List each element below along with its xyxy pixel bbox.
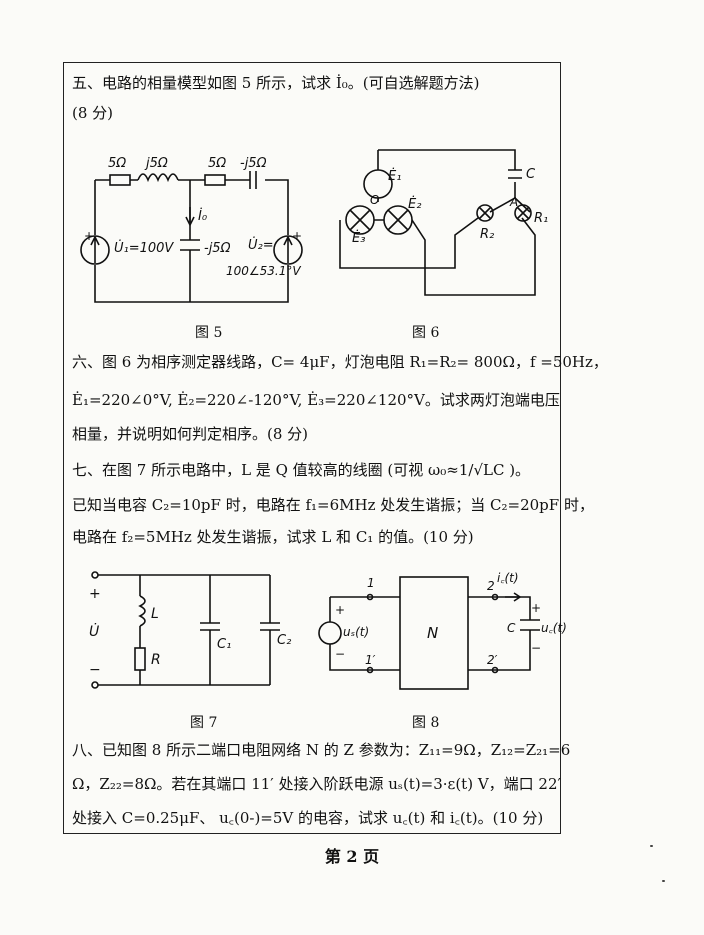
fig5-xmid-label: -j5Ω	[204, 241, 231, 256]
fig7-c1-label: C₁	[217, 637, 231, 652]
figure-7-circuit: + U̇ − L R C₁ C₂	[89, 571, 291, 689]
figure-5-caption: 图 5	[195, 325, 223, 341]
figure-8-circuit: 1 1′ 2 2′ N uₛ(t) i꜀(t) C u꜀(t) + − + −	[318, 571, 567, 690]
q6-line2: Ė₁=220∠0°V, Ė₂=220∠-120°V, Ė₃=220∠120°V。…	[72, 391, 560, 409]
q5-line2: (8 分)	[72, 104, 114, 122]
q7-line1: 七、在图 7 所示电路中，L 是 Q 值较高的线圈 (可视 ω₀≈1/√LC )…	[72, 461, 531, 479]
fig6-a-label: A	[509, 195, 518, 209]
fig5-x1-label: j5Ω	[144, 156, 168, 171]
figure-6-caption: 图 6	[412, 325, 440, 341]
fig5-r1-label: 5Ω	[108, 156, 126, 171]
fig5-r2-label: 5Ω	[208, 156, 226, 171]
fig6-c-label: C	[526, 167, 536, 182]
fig5-u1-label: U̇₁=100V	[114, 241, 174, 256]
fig7-l-label: L	[151, 606, 159, 622]
fig7-c2-label: C₂	[277, 633, 291, 648]
svg-text:+: +	[84, 229, 94, 243]
fig8-minus-right: −	[531, 641, 541, 655]
fig5-x2-label: -j5Ω	[240, 156, 267, 171]
fig8-plus-left: +	[335, 603, 345, 617]
figure-8-caption: 图 8	[412, 715, 440, 731]
fig8-minus-left: −	[335, 647, 345, 661]
fig8-us-label: uₛ(t)	[343, 625, 369, 639]
page-frame	[63, 62, 561, 834]
svg-text:+: +	[292, 229, 302, 243]
fig8-node-2: 2	[487, 579, 495, 593]
fig7-minus: −	[89, 662, 101, 678]
q7-line2: 已知当电容 C₂=10pF 时，电路在 f₁=6MHz 处发生谐振；当 C₂=2…	[72, 496, 594, 514]
fig6-e3-label: Ė₃	[352, 230, 365, 246]
fig5-u2-label: U̇₂=	[248, 238, 274, 253]
fig5-u2-value: 100∠53.1°V	[226, 264, 301, 278]
fig7-r-label: R	[151, 652, 161, 668]
fig8-c-label: C	[507, 621, 516, 635]
fig8-ic-label: i꜀(t)	[497, 571, 519, 585]
q6-line1: 六、图 6 为相序测定器线路，C= 4μF，灯泡电阻 R₁=R₂= 800Ω，f…	[72, 353, 608, 371]
q8-line2: Ω，Z₂₂=8Ω。若在其端口 11′ 处接入阶跃电源 uₛ(t)=3·ε(t) …	[72, 775, 561, 793]
fig6-e1-label: Ė₁	[388, 168, 401, 184]
q6-line3: 相量，并说明如何判定相序。(8 分)	[72, 425, 309, 443]
fig6-r2-label: R₂	[480, 227, 494, 242]
figure-7-caption: 图 7	[190, 715, 218, 731]
scan-speck	[650, 845, 653, 847]
fig7-plus: +	[89, 586, 101, 602]
figure-5-circuit: 5Ω j5Ω 5Ω -j5Ω İ₀ -j5Ω U̇₁=100V U̇₂= 100…	[80, 156, 303, 303]
q8-line1: 八、已知图 8 所示二端口电阻网络 N 的 Z 参数为：Z₁₁=9Ω，Z₁₂=Z…	[72, 741, 571, 759]
fig8-plus-right: +	[531, 601, 541, 615]
fig8-node-2p: 2′	[487, 653, 498, 667]
q7-line3: 电路在 f₂=5MHz 处发生谐振，试求 L 和 C₁ 的值。(10 分)	[72, 528, 474, 546]
fig8-node-1: 1	[367, 576, 375, 590]
page-number: 第 2 页	[324, 847, 380, 866]
q5-line1: 五、电路的相量模型如图 5 所示，试求 İ₀。(可自选解题方法)	[72, 74, 480, 92]
fig8-uc-label: u꜀(t)	[541, 621, 567, 635]
fig7-u-label: U̇	[89, 623, 99, 640]
fig6-o-label: O	[370, 193, 379, 207]
fig8-network-n: N	[427, 624, 438, 642]
fig6-e2-label: Ė₂	[408, 196, 421, 212]
fig6-r1-label: R₁	[534, 211, 548, 226]
scan-speck	[662, 880, 665, 882]
q8-line3: 处接入 C=0.25μF、 u꜀(0-)=5V 的电容，试求 u꜀(t) 和 i…	[72, 809, 544, 827]
fig5-i0-label: İ₀	[198, 208, 208, 224]
fig8-node-1p: 1′	[365, 653, 376, 667]
figure-6-circuit: Ė₁ Ė₂ Ė₃ C A O R₁ R₂	[339, 149, 548, 296]
